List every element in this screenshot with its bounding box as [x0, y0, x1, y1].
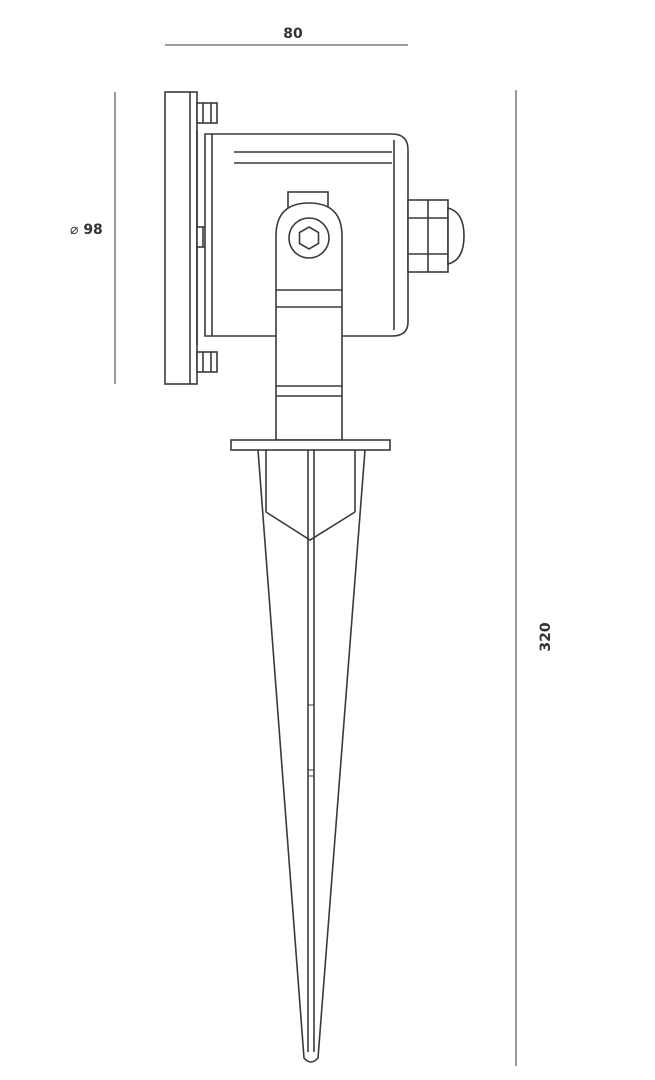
- dimension-label-width: 80: [283, 26, 303, 42]
- screw-head-bottom: [196, 351, 218, 373]
- front-bezel: [164, 91, 198, 385]
- spike-flange: [230, 439, 391, 451]
- spike-blade: [257, 449, 366, 1063]
- ground-spike: [230, 439, 391, 1063]
- bezel-screw-top: [196, 102, 218, 124]
- bezel-plate: [164, 91, 198, 385]
- spike-socket-bottom: [265, 511, 356, 541]
- screw-head-top: [196, 102, 218, 124]
- dimension-label-diameter: ⌀ 98: [70, 222, 103, 238]
- diameter-value: 98: [83, 222, 102, 238]
- bracket-arm: [275, 202, 343, 441]
- diameter-symbol: ⌀: [70, 222, 79, 238]
- dimension-height: 320: [515, 90, 554, 1066]
- dimension-label-height: 320: [538, 622, 554, 651]
- cable-gland: [407, 199, 465, 273]
- dimension-width: 80: [165, 26, 408, 46]
- pivot-hex-bolt: [298, 226, 320, 250]
- dimension-diameter: ⌀ 98: [70, 92, 116, 384]
- gland-cap: [447, 206, 465, 266]
- bezel-screw-bottom: [196, 351, 218, 373]
- swivel-bracket: [275, 191, 343, 441]
